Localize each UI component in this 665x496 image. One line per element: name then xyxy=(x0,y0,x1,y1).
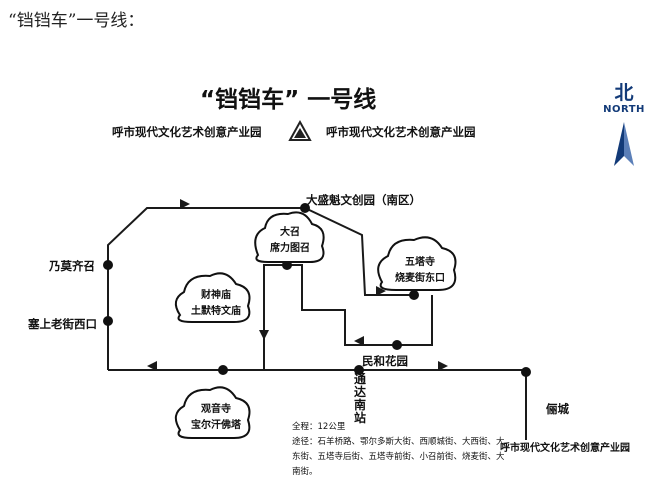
landmark-clouds xyxy=(174,211,457,439)
station-tongda: 通达南站 xyxy=(353,372,366,425)
landmark-guanyin-line2: 宝尔汗佛塔 xyxy=(191,420,241,431)
landmark-guanyin-line1: 观音寺 xyxy=(201,404,231,415)
landmark-caishen-line2: 土默特文庙 xyxy=(191,306,241,317)
landmark-dazhao-line1: 大召 xyxy=(280,227,300,238)
north-arrow-icon xyxy=(614,122,634,166)
station-minhe: 民和花园 xyxy=(362,354,408,368)
subtitle-right: 呼市现代文化艺术创意产业园 xyxy=(326,125,476,139)
station-ticheng: 俪城 xyxy=(546,402,569,416)
route-length: 全程：12公里 xyxy=(292,422,346,432)
route-notes: 全程：12公里 途径：石羊桥路、鄂尔多斯大街、西顺城街、大西街、大东街、五塔寺后… xyxy=(292,420,512,480)
endpoint-label: 呼市现代文化艺术创意产业园 xyxy=(500,443,630,454)
compass: 北 NORTH xyxy=(594,82,654,115)
park-logo-icon xyxy=(288,119,312,141)
north-char: 北 xyxy=(614,82,634,104)
landmark-caishen-line1: 财神庙 xyxy=(201,290,231,301)
landmark-dazhao-line2: 席力图召 xyxy=(270,243,310,254)
map-title: “铛铛车” 一号线 xyxy=(200,87,377,113)
station-naimo: 乃莫齐召 xyxy=(49,259,95,273)
landmark-caishen: 财神庙 土默特文庙 xyxy=(188,288,244,320)
north-word: NORTH xyxy=(603,104,645,115)
landmark-wuta-line1: 五塔寺 xyxy=(405,257,435,268)
direction-arrows xyxy=(147,199,448,371)
route-streets: 途径：石羊桥路、鄂尔多斯大街、西顺城街、大西街、大东街、五塔寺后街、五塔寺前街、… xyxy=(292,437,505,477)
landmark-wuta: 五塔寺 烧麦街东口 xyxy=(392,255,448,287)
subtitle-left: 呼市现代文化艺术创意产业园 xyxy=(112,125,262,139)
landmark-guanyin: 观音寺 宝尔汗佛塔 xyxy=(188,402,244,434)
station-saishang: 塞上老街西口 xyxy=(28,317,97,331)
landmark-wuta-line2: 烧麦街东口 xyxy=(395,273,445,284)
caption: “铛铛车”一号线： xyxy=(8,11,145,31)
station-dasheng: 大盛魁文创园（南区） xyxy=(306,193,421,207)
landmark-dazhao: 大召 席力图召 xyxy=(268,225,312,257)
